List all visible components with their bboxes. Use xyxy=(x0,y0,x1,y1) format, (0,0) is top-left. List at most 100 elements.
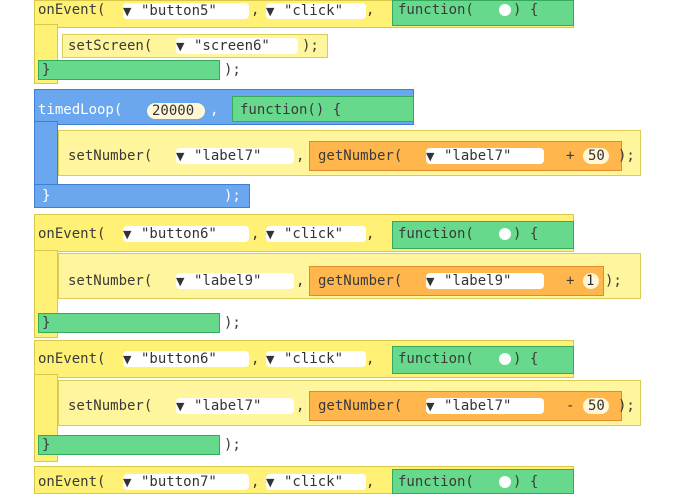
comma: , xyxy=(366,226,375,242)
dropdown-arrow-icon: ▼ xyxy=(426,400,435,413)
dropdown-arrow-icon: ▼ xyxy=(176,275,185,288)
function-close-label: ) { xyxy=(513,226,539,242)
loop-end-block xyxy=(34,184,250,208)
setnumber-label: setNumber( xyxy=(68,148,153,164)
getnumber-label-value: "label7" xyxy=(444,148,512,164)
function-label: function( xyxy=(398,474,474,490)
event-closing: ); xyxy=(224,62,241,78)
dropdown-arrow-icon: ▼ xyxy=(176,150,185,163)
number-input[interactable]: 50 xyxy=(583,148,609,164)
function-block[interactable] xyxy=(232,96,414,122)
label-pill[interactable]: ▼ "label9" xyxy=(176,273,294,289)
operator: + xyxy=(566,148,575,164)
screen-value: "screen6" xyxy=(194,38,270,54)
setnumber-close: ); xyxy=(618,148,635,164)
setnumber-close: ); xyxy=(618,398,635,414)
function-close-label: ) { xyxy=(513,2,539,18)
getnumber-label-value: "label9" xyxy=(444,273,512,289)
event-pill[interactable]: ▼ "click" xyxy=(266,3,366,19)
getnumber-label: getNumber( xyxy=(318,273,403,289)
function-label: function( xyxy=(398,2,474,18)
target-pill[interactable]: ▼ "button7" xyxy=(123,474,249,490)
event-value: "click" xyxy=(284,3,344,19)
interval-value: 20000 xyxy=(152,103,195,119)
onevent-label: onEvent( xyxy=(38,2,106,18)
event-pill[interactable]: ▼ "click" xyxy=(266,351,366,367)
function-block[interactable] xyxy=(392,0,574,26)
closing-brace: } xyxy=(42,437,51,453)
getnumber-label-pill[interactable]: ▼ "label9" xyxy=(426,273,544,289)
closing-brace: } xyxy=(42,62,51,78)
function-param-pill[interactable] xyxy=(499,4,511,16)
event-closing: ); xyxy=(224,315,241,331)
setscreen-close: ); xyxy=(302,38,319,54)
target-value: "button6" xyxy=(141,351,217,367)
comma: , xyxy=(296,273,305,289)
getnumber-label-pill[interactable]: ▼ "label7" xyxy=(426,398,544,414)
screen-pill[interactable]: ▼"screen6" xyxy=(176,38,298,54)
target-pill[interactable]: ▼"button5" xyxy=(123,3,249,19)
function-param-pill[interactable] xyxy=(499,228,511,240)
function-end-block xyxy=(38,313,220,333)
function-block[interactable] xyxy=(392,221,574,249)
function-param-pill[interactable] xyxy=(499,353,511,365)
function-close-label: ) { xyxy=(513,351,539,367)
dropdown-arrow-icon: ▼ xyxy=(123,476,132,489)
label-pill[interactable]: ▼ "label7" xyxy=(176,148,294,164)
label-pill[interactable]: ▼ "label7" xyxy=(176,398,294,414)
number-input[interactable]: 1 xyxy=(583,273,599,289)
onevent-label: onEvent( xyxy=(38,351,106,367)
comma: , xyxy=(296,398,305,414)
label-value: "label9" xyxy=(194,273,262,289)
dropdown-arrow-icon: ▼ xyxy=(426,150,435,163)
setnumber-label: setNumber( xyxy=(68,398,153,414)
setscreen-label: setScreen( xyxy=(68,38,153,54)
comma: , xyxy=(251,2,260,18)
comma: , xyxy=(296,148,305,164)
dropdown-arrow-icon: ▼ xyxy=(426,275,435,288)
number-value: 50 xyxy=(588,398,605,414)
setnumber-close: ); xyxy=(605,273,622,289)
operator: - xyxy=(566,398,575,414)
number-input[interactable]: 50 xyxy=(583,398,609,414)
target-value: "button6" xyxy=(141,226,217,242)
loop-closing: ); xyxy=(224,188,241,204)
function-label: function( xyxy=(398,351,474,367)
comma: , xyxy=(251,226,260,242)
target-value: "button7" xyxy=(141,474,217,490)
dropdown-arrow-icon: ▼ xyxy=(123,353,132,366)
label-value: "label7" xyxy=(194,148,262,164)
function-block[interactable] xyxy=(392,346,574,374)
closing-brace: } xyxy=(42,315,51,331)
comma: , xyxy=(251,474,260,490)
event-value: "click" xyxy=(284,351,344,367)
comma: , xyxy=(366,351,375,367)
dropdown-arrow-icon: ▼ xyxy=(266,353,275,366)
getnumber-label: getNumber( xyxy=(318,398,403,414)
event-closing: ); xyxy=(224,437,241,453)
dropdown-arrow-icon: ▼ xyxy=(266,5,275,18)
target-pill[interactable]: ▼ "button6" xyxy=(123,226,249,242)
event-pill[interactable]: ▼"click" xyxy=(266,226,366,242)
dropdown-arrow-icon: ▼ xyxy=(176,400,185,413)
getnumber-label-pill[interactable]: ▼ "label7" xyxy=(426,148,544,164)
label-value: "label7" xyxy=(194,398,262,414)
dropdown-arrow-icon: ▼ xyxy=(123,228,132,241)
event-pill[interactable]: ▼"click" xyxy=(266,474,366,490)
target-pill[interactable]: ▼ "button6" xyxy=(123,351,249,367)
onevent-label: onEvent( xyxy=(38,226,106,242)
getnumber-block[interactable] xyxy=(309,266,604,296)
number-value: 50 xyxy=(588,148,605,164)
number-value: 1 xyxy=(586,273,595,289)
function-param-pill[interactable] xyxy=(499,476,511,488)
comma: , xyxy=(210,102,219,118)
function-label: function() { xyxy=(240,102,342,118)
setnumber-label: setNumber( xyxy=(68,273,153,289)
getnumber-label: getNumber( xyxy=(318,148,403,164)
comma: , xyxy=(366,474,375,490)
interval-input[interactable]: 20000 xyxy=(147,103,205,119)
event-value: "click" xyxy=(284,474,344,490)
event-value: "click" xyxy=(284,226,344,242)
getnumber-label-value: "label7" xyxy=(444,398,512,414)
